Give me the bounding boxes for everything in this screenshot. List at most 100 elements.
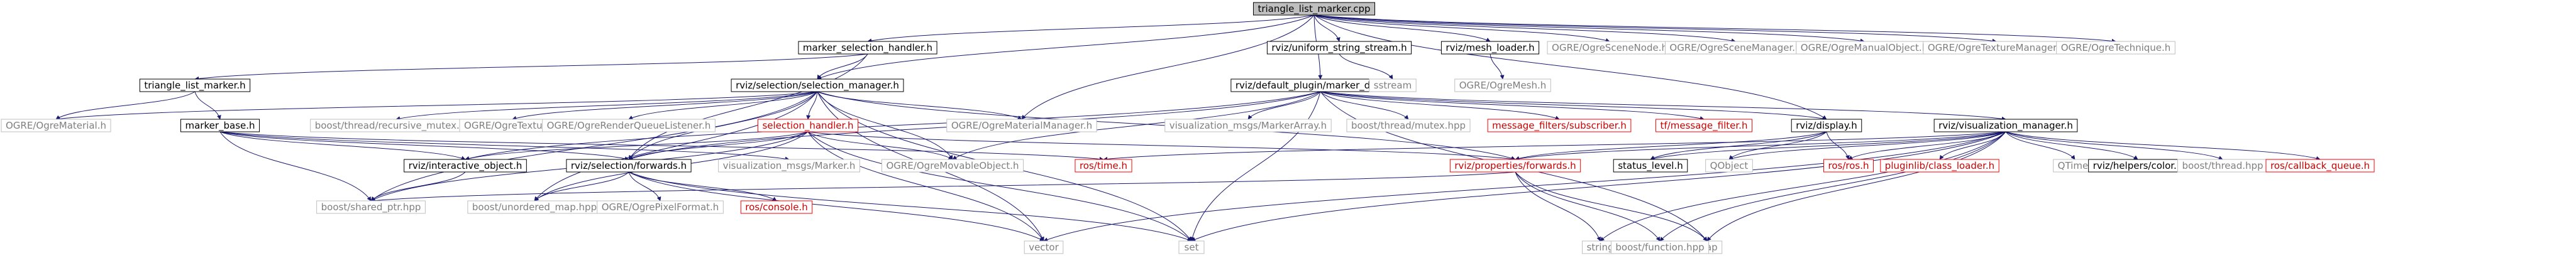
edge-vismgr-to-boostthread (2005, 131, 2223, 160)
edge-selhandler-to-movable (807, 131, 953, 160)
node-vector: vector (1024, 240, 1064, 254)
node-movable: OGRE/OgreMovableObject.h (881, 159, 1024, 173)
node-box (731, 78, 904, 92)
node-tfmsgfilter[interactable]: tf/message_filter.h (1656, 119, 1752, 132)
node-interactive[interactable]: rviz/interactive_object.h (404, 159, 527, 173)
node-box (2265, 159, 2375, 173)
edge-selhandler-to-interactive (465, 131, 809, 161)
node-cbqueue[interactable]: ros/callback_queue.h (2265, 159, 2375, 173)
edge-dmdisplay-to-tfmsgfilter (1320, 91, 1705, 121)
node-box (1346, 119, 1471, 132)
edge-dmdisplay-to-set (1190, 91, 1321, 242)
node-qobject: QObject (1705, 159, 1753, 173)
edge-selmgr-to-ogretexture (512, 91, 818, 121)
edge-msh-to-selmgr (817, 53, 868, 80)
edge-selhandler-to-forwards (628, 131, 809, 160)
edge-vismgr-to-string (1600, 131, 2006, 242)
node-label: boost/unordered_map.hpp (472, 201, 597, 213)
node-label: OGRE/OgreManualObject.h (1801, 42, 1928, 53)
edge-vismgr-to-color (2005, 131, 2138, 160)
node-set: set (1178, 240, 1205, 254)
node-label: tf/message_filter.h (1661, 120, 1748, 132)
node-rosconsole[interactable]: ros/console.h (740, 200, 813, 214)
dependency-nodes: triangle_list_marker.cpp marker_selection… (1, 2, 2375, 254)
node-markerbase[interactable]: marker_base.h (180, 119, 260, 132)
node-label: status_level.h (1618, 160, 1683, 172)
edge-vismgr-to-boostfunction (1659, 131, 2006, 242)
node-dmdisplay[interactable]: rviz/default_plugin/marker_display.h (1230, 78, 1410, 92)
node-statuslevel[interactable]: status_level.h (1613, 159, 1688, 173)
edge-selhandler-to-set (807, 131, 1192, 242)
node-usstream[interactable]: rviz/uniform_string_stream.h (1266, 41, 1412, 55)
edge-dmdisplay-to-movable (952, 91, 1321, 160)
node-box (1164, 119, 1332, 132)
edge-meshloader-to-ogremesh (1490, 53, 1505, 80)
node-label: vector (1029, 242, 1059, 253)
node-selmgr[interactable]: rviz/selection/selection_manager.h (731, 78, 904, 92)
node-box (1613, 159, 1688, 173)
edge-root-to-technique (1313, 14, 2116, 43)
edge-selmgr-to-matmgr (817, 91, 1022, 120)
edge-root-to-manualobj (1313, 14, 1865, 43)
node-label: message_filters/subscriber.h (1492, 120, 1627, 132)
edge-usstream-to-sstream (1339, 53, 1393, 80)
edge-propforwards-to-string (1515, 171, 1601, 242)
node-box (1610, 240, 1710, 254)
node-box (740, 200, 813, 214)
node-label: OGRE/OgreSceneManager.h (1669, 42, 1801, 53)
edge-vismgr-to-statuslevel (1650, 131, 2006, 161)
edge-markerbase-to-sharedptr (219, 131, 372, 201)
node-label: ros/ros.h (1828, 160, 1869, 171)
node-box (757, 119, 859, 132)
edge-forwards-to-vector (628, 171, 1044, 242)
edge-forwards-to-rosconsole (628, 171, 777, 201)
node-box (1449, 159, 1581, 173)
node-rostime[interactable]: ros/time.h (1075, 159, 1132, 173)
node-boostfunction: boost/function.hpp (1610, 240, 1710, 254)
node-pixelformat: OGRE/OgrePixelFormat.h (597, 200, 724, 214)
node-label: OGRE/OgreMovableObject.h (886, 160, 1019, 171)
node-label: triangle_list_marker.h (144, 80, 245, 92)
node-scenemgr: OGRE/OgreSceneManager.h (1664, 41, 1806, 55)
node-msh[interactable]: marker_selection_handler.h (798, 41, 937, 55)
node-label: boost/thread/recursive_mutex.hpp (315, 120, 478, 132)
node-rvizdisplay[interactable]: rviz/display.h (1791, 119, 1862, 132)
node-classloader[interactable]: pluginlib/class_loader.h (1880, 159, 1999, 173)
dependency-edges (55, 14, 2321, 242)
node-rosros[interactable]: ros/ros.h (1823, 159, 1874, 173)
edge-rvizdisplay-to-qobject (1728, 131, 1827, 160)
node-label: rviz/display.h (1796, 120, 1857, 131)
node-box (798, 41, 937, 55)
node-label: OGRE/OgreTextureManager.h (1928, 42, 2065, 53)
edge-rvizdisplay-to-statuslevel (1650, 131, 1827, 160)
edge-root-to-selmgr (817, 14, 1315, 80)
node-tlmh[interactable]: triangle_list_marker.h (139, 78, 251, 92)
node-box (404, 159, 527, 173)
node-label: marker_selection_handler.h (803, 42, 932, 54)
node-msgfilters[interactable]: message_filters/subscriber.h (1487, 119, 1632, 132)
node-label: rviz/helpers/color.h (2093, 160, 2183, 171)
node-vmarkerarray: visualization_msgs/MarkerArray.h (1164, 119, 1332, 132)
node-forwards[interactable]: rviz/selection/forwards.h (566, 159, 692, 173)
edge-vismgr-to-qtimer (2005, 131, 2076, 160)
node-box (1823, 159, 1874, 173)
node-label: triangle_list_marker.cpp (1258, 3, 1370, 15)
edge-root-to-msh (867, 14, 1315, 43)
node-propforwards[interactable]: rviz/properties/forwards.h (1449, 159, 1581, 173)
node-box (1933, 119, 2078, 132)
edge-selmgr-to-ogrematerial (55, 91, 818, 121)
edge-dmdisplay-to-vmarkerarray (1247, 91, 1321, 120)
node-vismgr[interactable]: rviz/visualization_manager.h (1933, 119, 2078, 132)
edge-vismgr-to-qobject (1728, 131, 2006, 161)
node-box (1454, 78, 1551, 92)
node-label: ros/console.h (745, 201, 807, 213)
node-root[interactable]: triangle_list_marker.cpp (1252, 2, 1376, 16)
edge-rvizdisplay-to-rosros (1826, 131, 1850, 160)
node-color[interactable]: rviz/helpers/color.h (2088, 159, 2187, 173)
node-boostthread: boost/thread.hpp (2177, 159, 2269, 173)
node-selhandler[interactable]: selection_handler.h (757, 119, 859, 132)
edge-forwards-to-unorderedmap (534, 171, 629, 201)
node-meshloader[interactable]: rviz/mesh_loader.h (1440, 41, 1540, 55)
edge-dmdisplay-to-rvizdisplay (1320, 91, 1827, 121)
edge-msh-to-tlmh (194, 53, 868, 81)
